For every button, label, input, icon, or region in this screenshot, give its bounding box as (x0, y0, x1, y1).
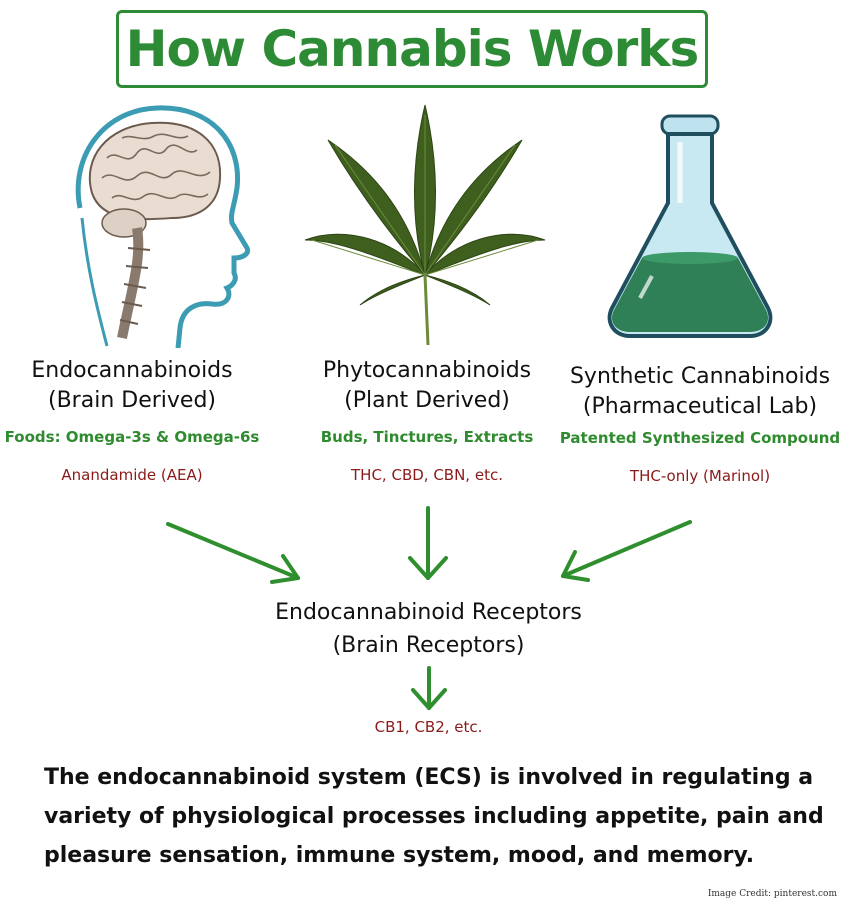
column-examples: THC, CBD, CBN, etc. (351, 466, 503, 484)
column-title: Endocannabinoids (31, 358, 233, 383)
receptors-block: Endocannabinoid Receptors (Brain Recepto… (200, 596, 657, 662)
column-title: Phytocannabinoids (322, 358, 532, 383)
column-phytocannabinoids: Phytocannabinoids (Plant Derived) Buds, … (282, 356, 572, 484)
brain-head-icon (75, 105, 251, 348)
cannabis-leaf-icon (304, 104, 546, 345)
arrow-left (166, 522, 300, 580)
column-source: Patented Synthesized Compound (559, 429, 841, 447)
receptors-examples: CB1, CB2, etc. (374, 718, 483, 736)
column-source: Foods: Omega-3s & Omega-6s (4, 428, 260, 446)
lab-flask-icon (607, 114, 773, 338)
summary-text: The endocannabinoid system (ECS) is invo… (44, 765, 824, 868)
receptors-subtitle: (Brain Receptors) (332, 633, 525, 658)
column-subtitle: (Plant Derived) (344, 388, 510, 413)
page-title: How Cannabis Works (125, 20, 700, 78)
column-subtitle: (Pharmaceutical Lab) (582, 394, 818, 419)
column-synthetic-cannabinoids: Synthetic Cannabinoids (Pharmaceutical L… (547, 362, 853, 485)
arrow-right (561, 520, 692, 578)
column-endocannabinoids: Endocannabinoids (Brain Derived) Foods: … (0, 356, 264, 484)
column-examples: THC-only (Marinol) (629, 467, 771, 485)
title-banner: How Cannabis Works (116, 10, 708, 88)
column-title: Synthetic Cannabinoids (569, 364, 831, 389)
image-credit: Image Credit: pinterest.com (707, 889, 837, 899)
column-subtitle: (Brain Derived) (48, 388, 216, 413)
receptors-title: Endocannabinoid Receptors (275, 600, 582, 625)
column-source: Buds, Tinctures, Extracts (320, 428, 534, 446)
column-examples: Anandamide (AEA) (61, 466, 203, 484)
